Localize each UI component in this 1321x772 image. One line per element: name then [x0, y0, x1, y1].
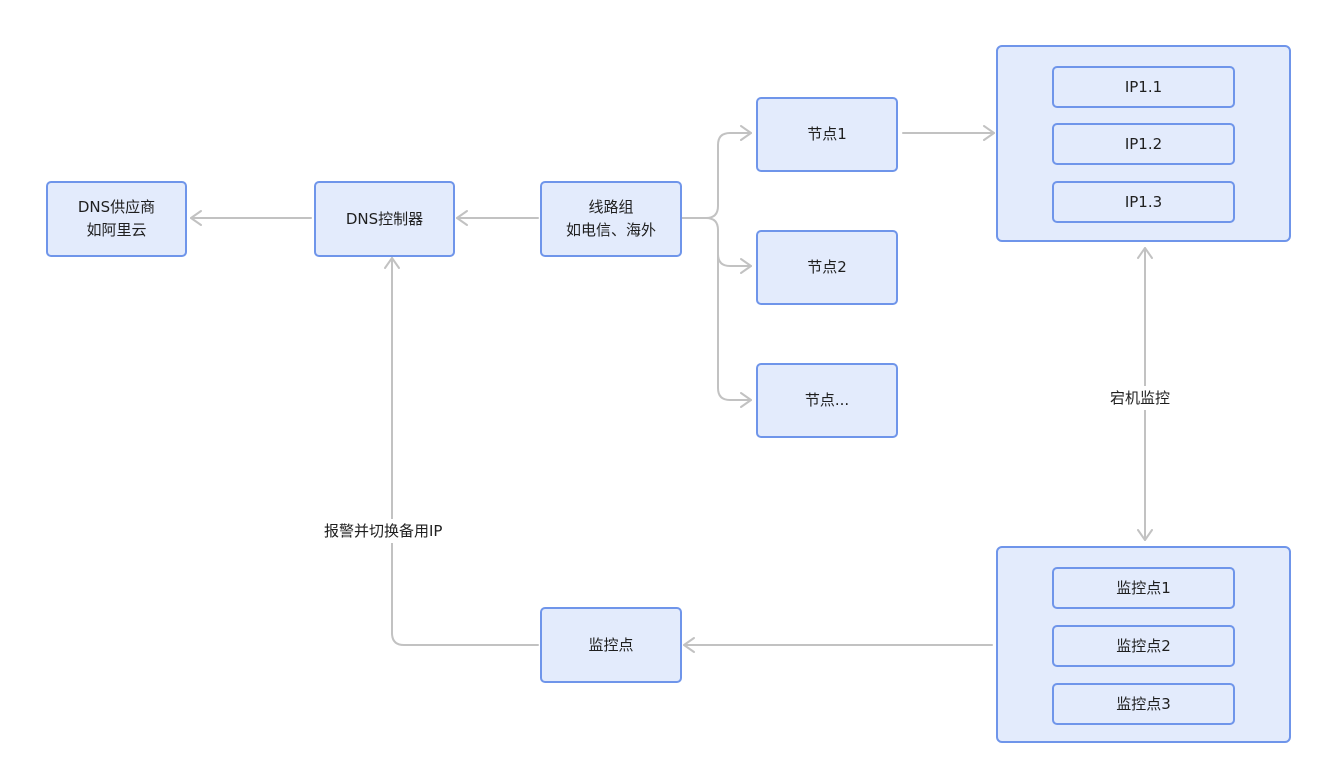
dns-controller-node: DNS控制器	[314, 181, 455, 257]
ip-item-label: IP1.2	[1124, 134, 1163, 153]
arrowhead-provider	[190, 210, 202, 226]
arrowhead-ipgroup	[983, 125, 995, 141]
monitor-item-label: 监控点1	[1116, 578, 1171, 597]
ip-item-label: IP1.3	[1124, 192, 1163, 211]
line-group-name: 线路组	[588, 198, 634, 216]
dns-provider-name: DNS供应商	[77, 198, 156, 216]
dns-controller-label: DNS控制器	[345, 209, 424, 228]
monitor-item: 监控点2	[1052, 625, 1235, 667]
line-group-node: 线路组 如电信、海外	[540, 181, 682, 257]
arrowhead-host-monitor-down	[1137, 529, 1153, 541]
node-1-label: 节点1	[807, 125, 847, 143]
dns-provider-node: DNS供应商 如阿里云	[46, 181, 187, 257]
dns-provider-example: 如阿里云	[86, 221, 147, 239]
monitor-item-label: 监控点3	[1116, 694, 1171, 713]
edge-linegroup-to-node1	[681, 132, 752, 219]
node-1: 节点1	[756, 97, 898, 172]
arrowhead-controller	[456, 210, 468, 226]
edge-linegroup-to-node2	[705, 217, 752, 267]
edge-monitor-to-controller	[391, 257, 539, 646]
edge-linegroup-to-node-more	[717, 253, 752, 401]
line-group-example: 如电信、海外	[565, 221, 656, 239]
arrowhead-controller-up	[384, 257, 400, 269]
arrowhead-node1	[740, 125, 752, 141]
ip-item: IP1.2	[1052, 123, 1235, 165]
host-monitor-label: 宕机监控	[1108, 386, 1173, 410]
monitor-node-label: 监控点	[588, 635, 634, 654]
monitor-item: 监控点1	[1052, 567, 1235, 609]
arrowhead-host-monitor-up	[1137, 247, 1153, 259]
node-more-label: 节点...	[804, 391, 850, 409]
node-2: 节点2	[756, 230, 898, 305]
monitor-item: 监控点3	[1052, 683, 1235, 725]
ip-item: IP1.1	[1052, 66, 1235, 108]
monitor-item-label: 监控点2	[1116, 636, 1171, 655]
alert-switch-label: 报警并切换备用IP	[322, 519, 445, 543]
arrowhead-node-more	[740, 392, 752, 408]
node-2-label: 节点2	[807, 258, 847, 276]
ip-item-label: IP1.1	[1124, 77, 1163, 96]
monitor-node: 监控点	[540, 607, 682, 683]
ip-item: IP1.3	[1052, 181, 1235, 223]
arrowhead-node2	[740, 258, 752, 274]
node-more: 节点...	[756, 363, 898, 438]
arrowhead-monitor	[683, 637, 695, 653]
